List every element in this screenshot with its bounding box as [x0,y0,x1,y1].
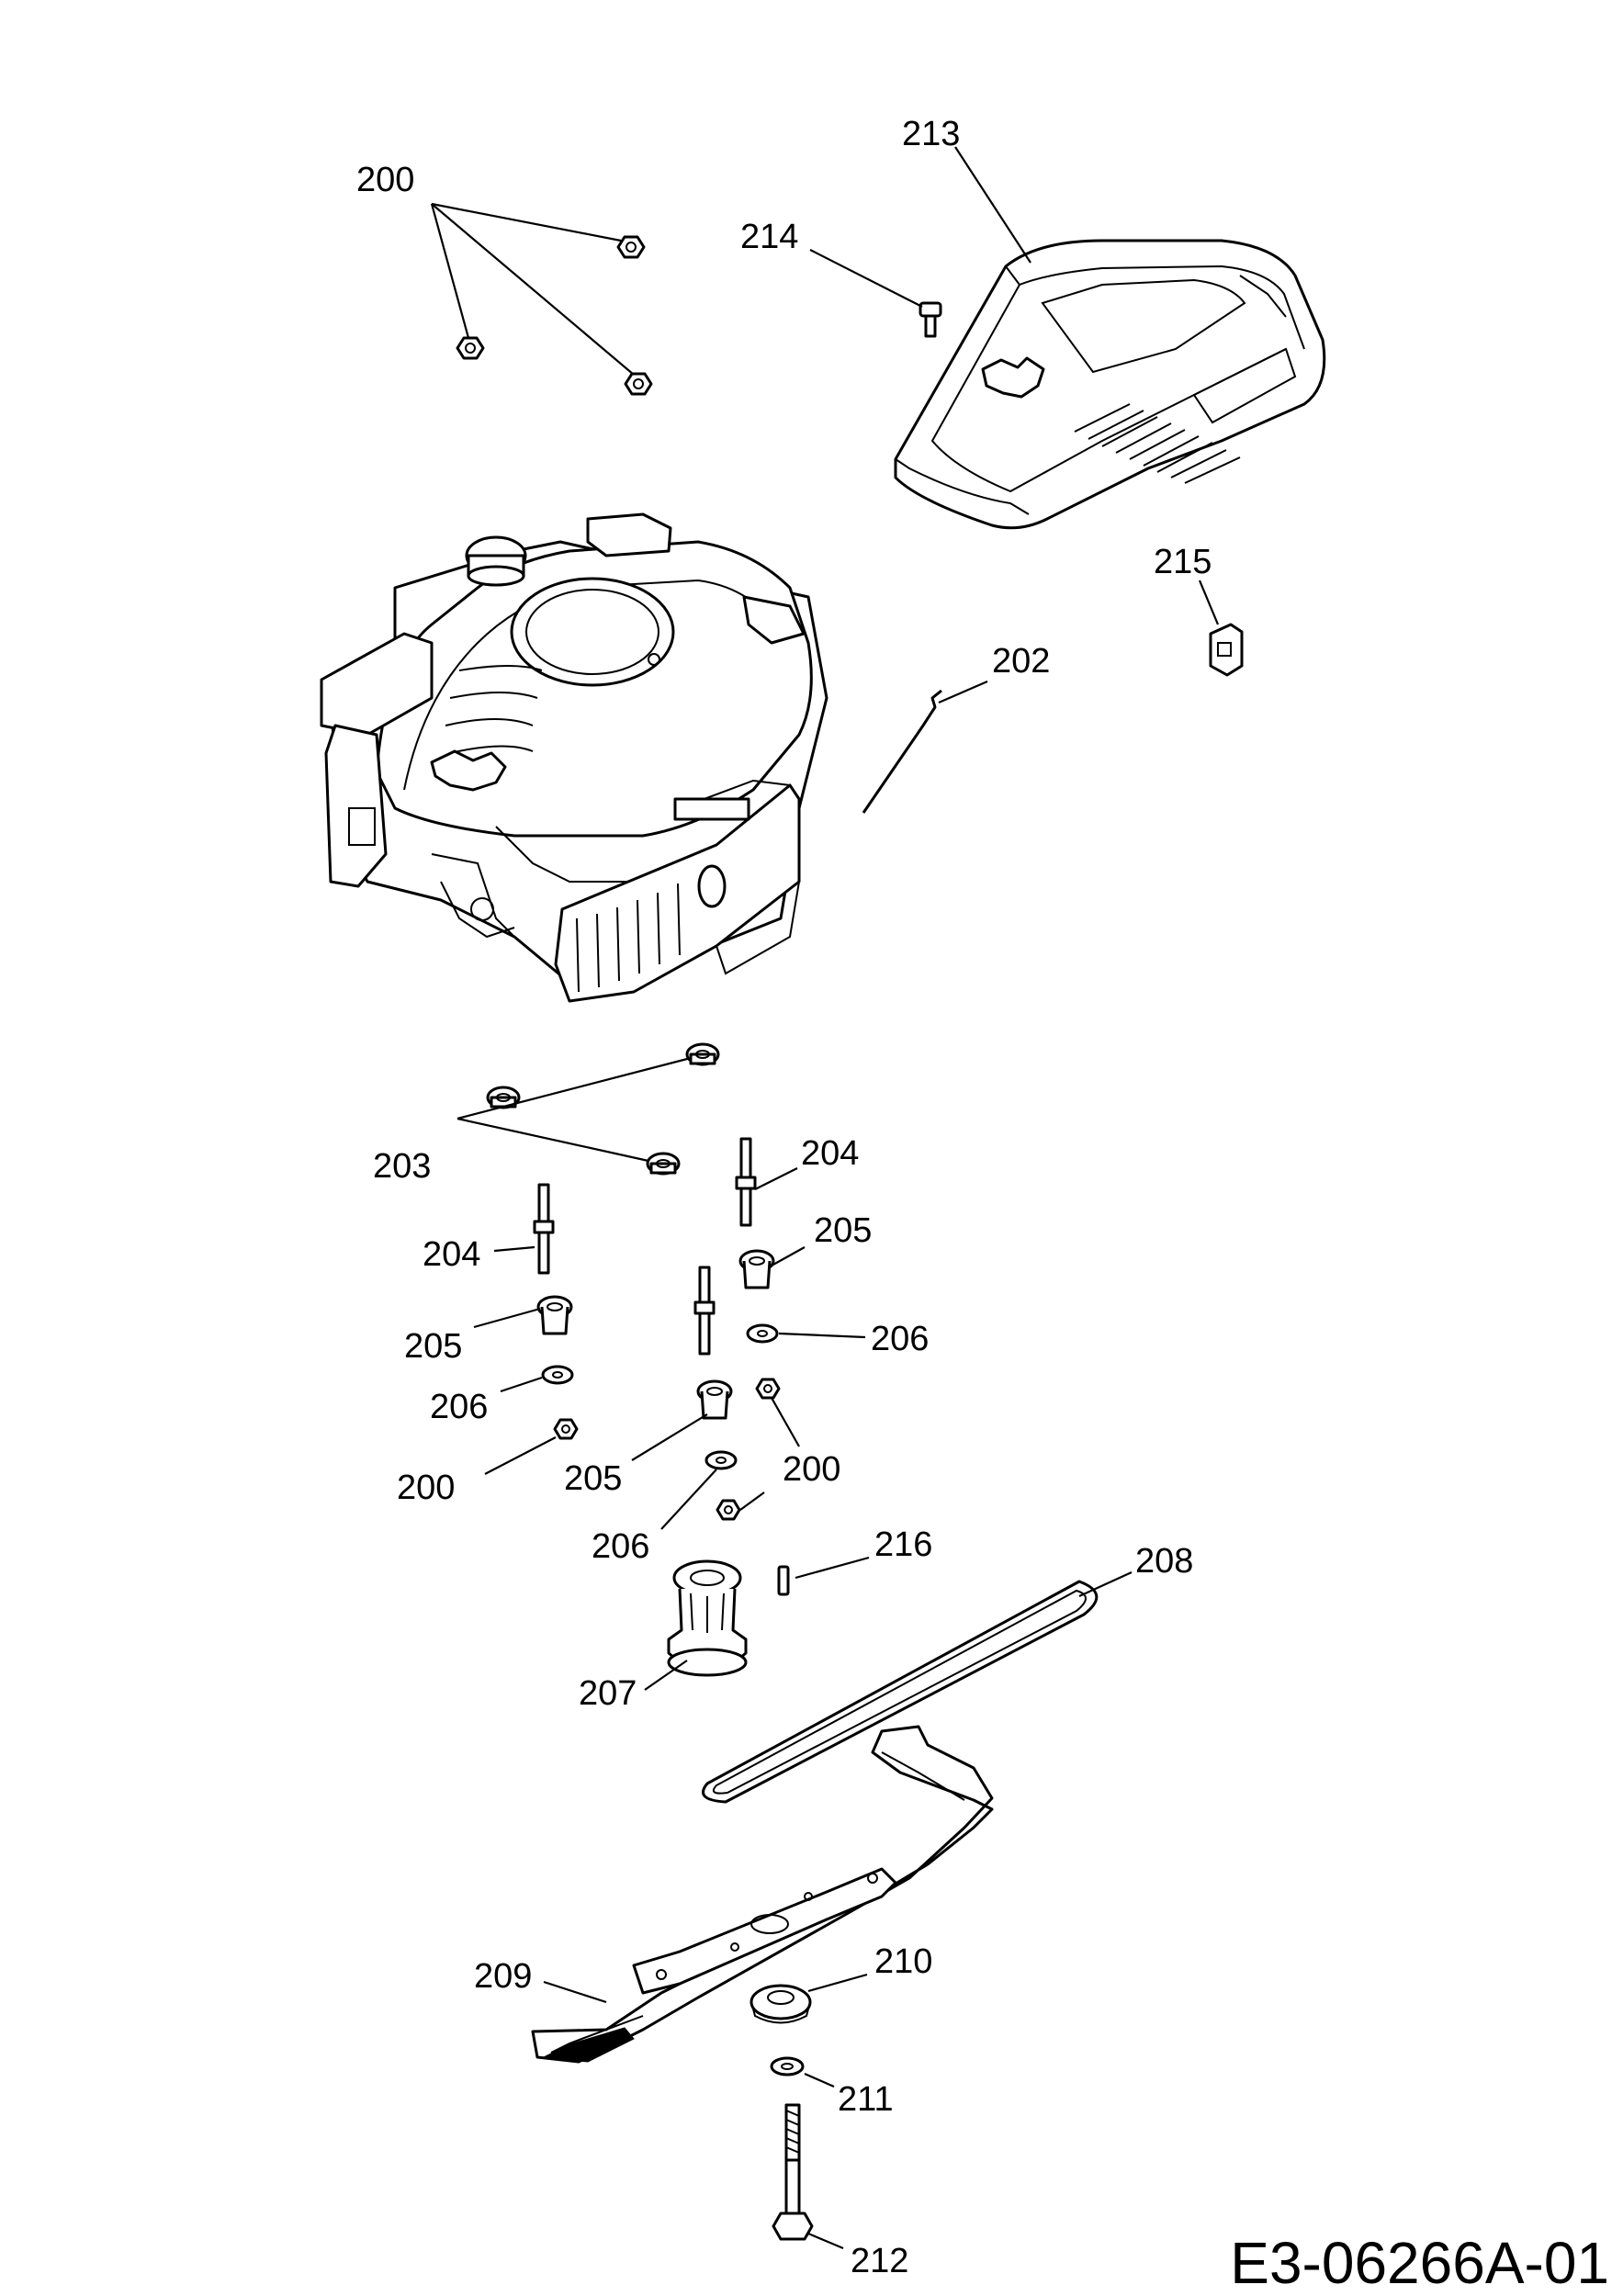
key-216 [777,1556,870,1596]
bolt-212 [772,2103,844,2250]
washer-211 [770,2056,835,2088]
nut-200-bottom-left [484,1418,579,1475]
stud-204-left [493,1183,555,1275]
spacer-205-center [631,1379,733,1461]
clip-215 [1198,580,1244,677]
washer-206-left [500,1365,574,1393]
callout-202: 202 [992,642,1050,681]
callout-213: 213 [902,115,960,153]
nut-200-bottom-right [755,1378,800,1447]
callout-206-right: 206 [871,1320,929,1358]
bushing-203-top [685,1042,720,1066]
callout-211: 211 [838,2080,894,2119]
bushing-203-bottom [646,1152,681,1176]
leader-203 [456,1056,692,1163]
callout-212: 212 [851,2242,908,2280]
belt-208 [702,1570,1133,1804]
callout-204-left: 204 [423,1235,480,1274]
spacer-205-right [738,1246,806,1289]
nut-200-top-center [624,372,653,396]
engine-cover-213 [894,146,1326,530]
leader-200-top [430,202,635,376]
callout-207: 207 [579,1674,637,1713]
callout-209: 209 [474,1957,532,1996]
callout-210: 210 [874,1942,932,1981]
washer-206-right [746,1323,866,1344]
callout-200-bottom-left: 200 [397,1469,455,1507]
nut-200-top-left [456,336,485,360]
callout-200-bottom-right: 200 [783,1450,840,1489]
stud-center [693,1266,716,1356]
nut-200-top-right [616,235,646,259]
callout-203: 203 [373,1147,431,1186]
screw-214 [809,249,942,338]
callout-205-left: 205 [404,1327,462,1366]
callout-205-center: 205 [564,1459,622,1498]
callout-200-top: 200 [356,161,414,199]
callout-204-right: 204 [801,1134,859,1173]
callout-208: 208 [1135,1542,1193,1581]
callout-216: 216 [874,1525,932,1564]
blade-adapter-207 [644,1559,748,1691]
stud-204-right [735,1137,798,1227]
callout-206-center: 206 [592,1527,649,1566]
blade-boss-210 [750,1973,868,2024]
blade-209 [531,1725,994,2064]
engine-assembly [320,512,828,1003]
reference-code: E3-06266A-01 [1230,2230,1609,2296]
callout-215: 215 [1154,543,1212,581]
wire-202 [862,680,988,814]
callout-205-right: 205 [814,1211,872,1250]
callout-214: 214 [740,218,798,256]
callout-206-left: 206 [430,1388,488,1426]
washer-206-center [660,1450,738,1530]
nut-200-bottom-center [716,1491,765,1521]
spacer-205-left [473,1295,573,1335]
cover-vent-slots [1074,347,1297,484]
